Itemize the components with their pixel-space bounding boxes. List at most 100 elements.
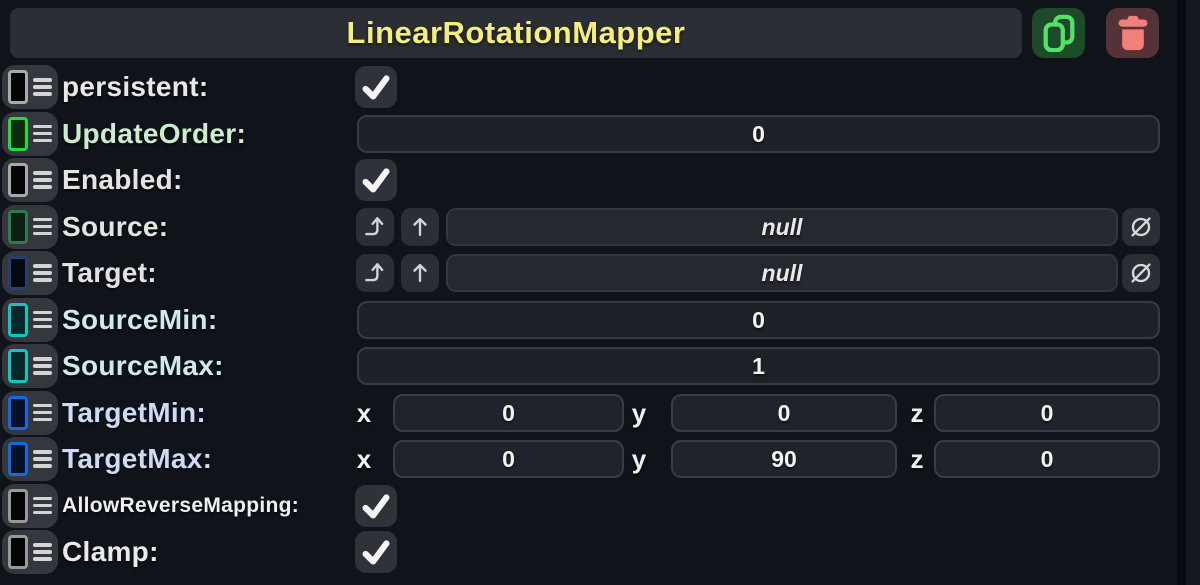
row-enabled: Enabled: (0, 157, 1200, 204)
target-grab-button[interactable] (401, 254, 439, 292)
hamburger-icon (33, 310, 52, 329)
null-slash-icon (1131, 216, 1151, 237)
row-source: Source: null (0, 204, 1200, 251)
null-slash-icon (1131, 263, 1151, 283)
source-clear-button[interactable] (1122, 207, 1160, 246)
up-arrow-icon (413, 263, 427, 283)
slot-indicator-icon (8, 70, 28, 104)
hamburger-icon (33, 124, 52, 143)
drag-handle[interactable] (2, 483, 58, 528)
x-axis-label: x (356, 397, 372, 428)
drag-handle[interactable] (2, 390, 58, 435)
source-grab-button[interactable] (401, 207, 439, 246)
allow-reverse-mapping-checkbox[interactable] (355, 484, 397, 527)
source-redirect-button[interactable] (356, 207, 394, 246)
target-reference-field[interactable]: null (446, 254, 1118, 292)
update-order-label: UpdateOrder: (62, 117, 247, 149)
duplicate-button[interactable] (1032, 8, 1085, 58)
trash-icon (1118, 15, 1147, 51)
source-label: Source: (62, 210, 169, 242)
y-axis-label: y (631, 397, 647, 428)
drag-handle[interactable] (2, 158, 58, 202)
drag-handle[interactable] (2, 344, 58, 388)
enabled-checkbox[interactable] (355, 159, 397, 201)
row-persistent: persistent: (0, 64, 1200, 111)
up-arrow-icon (413, 217, 427, 236)
slot-indicator-icon (8, 209, 28, 244)
row-target-min: TargetMin: x 0 y 0 z 0 (0, 390, 1200, 437)
hamburger-icon (33, 543, 52, 561)
z-axis-label: z (910, 397, 924, 428)
clamp-label: Clamp: (62, 536, 159, 567)
target-min-x-field[interactable]: 0 (393, 393, 624, 432)
drag-handle[interactable] (2, 530, 58, 574)
delete-button[interactable] (1106, 8, 1159, 58)
persistent-checkbox[interactable] (355, 66, 397, 108)
target-min-z-field[interactable]: 0 (934, 393, 1160, 432)
target-min-y-field[interactable]: 0 (671, 393, 897, 432)
row-source-min: SourceMin: 0 (0, 297, 1200, 344)
y-axis-label: y (631, 444, 647, 474)
slot-indicator-icon (8, 302, 28, 337)
drag-handle[interactable] (2, 204, 58, 249)
copy-icon (1043, 14, 1074, 52)
drag-handle[interactable] (2, 297, 58, 342)
row-allow-reverse-mapping: AllowReverseMapping: (0, 483, 1200, 530)
target-clear-button[interactable] (1122, 254, 1160, 292)
allow-reverse-mapping-label: AllowReverseMapping: (62, 493, 300, 517)
source-max-field[interactable]: 1 (357, 347, 1160, 385)
hamburger-icon (33, 78, 52, 96)
row-clamp: Clamp: (0, 529, 1200, 576)
slot-indicator-icon (8, 535, 28, 569)
target-max-y-field[interactable]: 90 (671, 440, 897, 478)
x-axis-label: x (356, 444, 372, 474)
right-edge-divider (1177, 0, 1186, 585)
check-icon (362, 493, 390, 519)
target-redirect-button[interactable] (356, 254, 394, 292)
redirect-arrow-icon (365, 216, 384, 235)
slot-indicator-icon (8, 442, 28, 476)
component-title: LinearRotationMapper (346, 15, 686, 50)
target-label: Target: (62, 257, 157, 288)
hamburger-icon (33, 496, 52, 515)
hamburger-icon (33, 171, 52, 189)
redirect-arrow-icon (365, 263, 384, 282)
enabled-label: Enabled: (62, 164, 183, 195)
row-update-order: UpdateOrder: 0 (0, 111, 1200, 158)
component-title-bar[interactable]: LinearRotationMapper (10, 8, 1022, 58)
drag-handle[interactable] (2, 251, 58, 295)
target-max-label: TargetMax: (62, 443, 213, 474)
drag-handle[interactable] (2, 437, 58, 481)
property-rows: persistent: UpdateOrder: 0 Enabled: (0, 64, 1200, 576)
check-icon (362, 168, 390, 193)
slot-indicator-icon (8, 349, 28, 383)
source-min-label: SourceMin: (62, 303, 218, 335)
update-order-field[interactable]: 0 (357, 114, 1160, 153)
target-max-x-field[interactable]: 0 (393, 440, 624, 478)
drag-handle[interactable] (2, 65, 58, 109)
hamburger-icon (33, 357, 52, 375)
right-edge-strip (1186, 0, 1200, 585)
slot-indicator-icon (8, 116, 28, 151)
source-min-field[interactable]: 0 (357, 300, 1160, 339)
target-min-label: TargetMin: (62, 396, 207, 428)
slot-indicator-icon (8, 395, 28, 430)
slot-indicator-icon (8, 488, 28, 523)
source-reference-field[interactable]: null (446, 207, 1118, 246)
row-target-max: TargetMax: x 0 y 90 z 0 (0, 436, 1200, 483)
drag-handle[interactable] (2, 111, 58, 156)
hamburger-icon (33, 264, 52, 282)
slot-indicator-icon (8, 163, 28, 197)
hamburger-icon (33, 403, 52, 422)
source-max-label: SourceMax: (62, 350, 224, 381)
z-axis-label: z (910, 444, 924, 474)
target-max-z-field[interactable]: 0 (934, 440, 1160, 478)
clamp-checkbox[interactable] (355, 531, 397, 573)
row-target: Target: null (0, 250, 1200, 297)
row-source-max: SourceMax: 1 (0, 343, 1200, 390)
hamburger-icon (33, 217, 52, 236)
check-icon (362, 75, 390, 100)
slot-indicator-icon (8, 256, 28, 290)
hamburger-icon (33, 450, 52, 468)
check-icon (362, 540, 390, 565)
